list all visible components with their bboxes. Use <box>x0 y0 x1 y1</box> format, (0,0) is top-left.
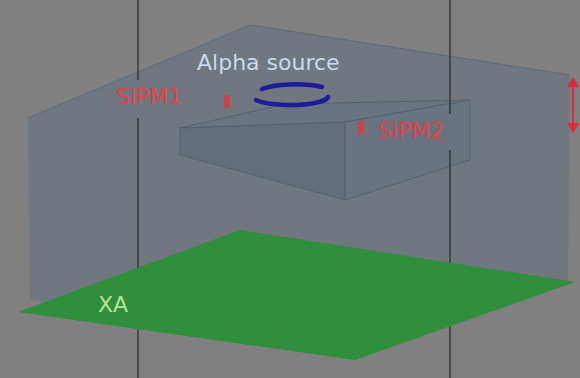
dimension-arrow <box>572 80 574 130</box>
alpha-source <box>262 84 322 89</box>
sensor-label: SiPM1 <box>116 84 182 110</box>
plane-label: XA <box>98 292 128 318</box>
arrow-head <box>567 123 579 133</box>
inner-box-side <box>345 100 470 200</box>
outer-box-edge <box>28 25 570 118</box>
source-label: Alpha source <box>197 50 340 76</box>
sensor-label: SiPM2 <box>378 118 444 144</box>
arrow-head <box>567 77 579 87</box>
frame-line <box>449 0 450 114</box>
sipm-sensor <box>358 121 364 134</box>
frame-line <box>137 0 138 80</box>
plane-shape <box>18 230 575 360</box>
plane-region: XA <box>18 230 575 360</box>
frame-line <box>137 118 138 378</box>
alpha-source <box>256 97 328 105</box>
inner-box-front <box>180 122 345 200</box>
sipm-sensor <box>224 95 230 108</box>
